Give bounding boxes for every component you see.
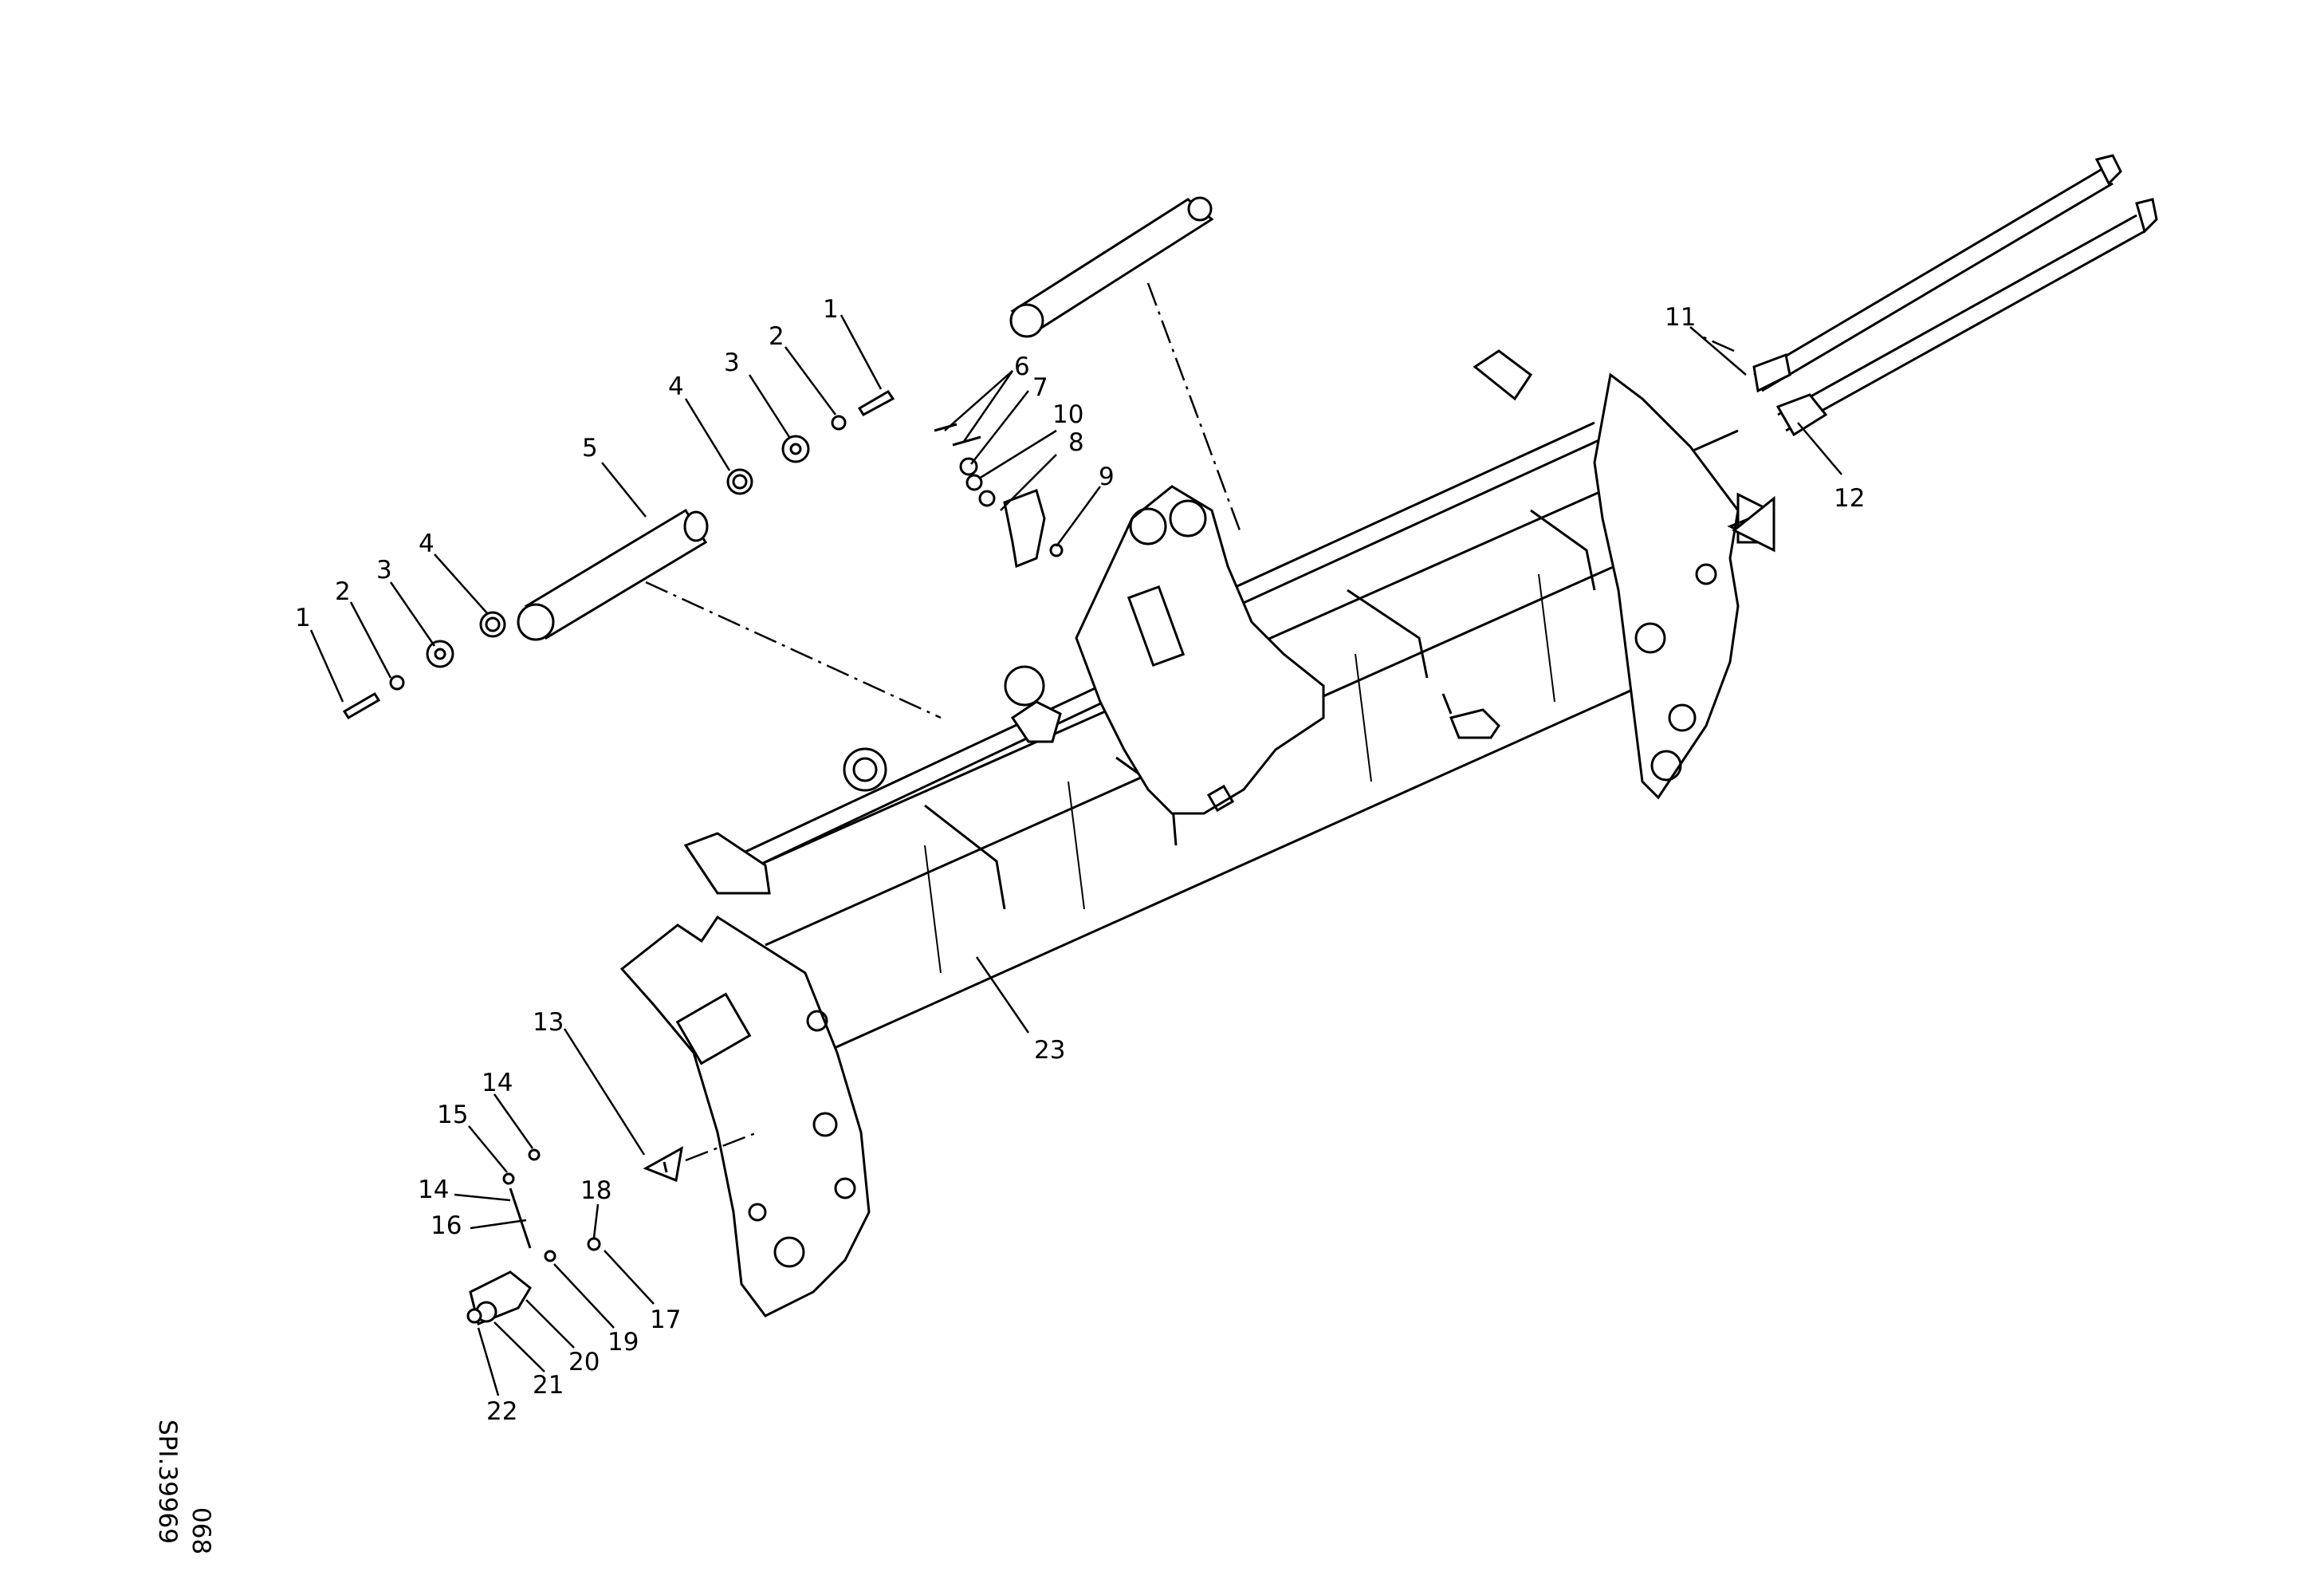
fastener-set-right: [726, 389, 895, 495]
callout-labels: 1 2 3 4 5 4 3 2 1 6 7 10 8 9 11 12 13 14…: [295, 295, 1865, 1426]
callout-22: 22: [486, 1397, 517, 1426]
callout-2b: 2: [769, 322, 784, 351]
callout-16: 16: [431, 1211, 462, 1240]
fastener-set-left: [342, 611, 506, 720]
callout-7: 7: [1032, 373, 1048, 402]
callout-13: 13: [533, 1008, 564, 1037]
pivot-hardware-14-22: [466, 1148, 601, 1326]
callout-12: 12: [1834, 484, 1865, 513]
centerline-13: [685, 1131, 758, 1162]
center-tower-bracket: [843, 485, 1325, 815]
centerline-pin-5: [645, 581, 942, 719]
warning-triangle-13: [643, 1146, 684, 1183]
callout-3b: 3: [724, 349, 740, 377]
callout-19: 19: [608, 1328, 639, 1357]
pivot-tube-upper: [1009, 196, 1214, 338]
right-end-plate: [1473, 349, 1772, 800]
callout-4b: 4: [668, 372, 684, 401]
callout-14b: 14: [418, 1176, 449, 1204]
axle-pin-5: [517, 508, 709, 641]
callout-20: 20: [568, 1348, 600, 1376]
callout-21: 21: [533, 1371, 564, 1400]
small-bracket-right: [1441, 693, 1500, 739]
lift-arms: [1752, 154, 2158, 437]
drawing-code: SPI.39969: [153, 1420, 182, 1544]
callout-2a: 2: [335, 577, 351, 606]
callout-14a: 14: [482, 1069, 513, 1097]
callout-9: 9: [1099, 463, 1115, 491]
callout-10: 10: [1052, 400, 1083, 429]
callout-17: 17: [650, 1306, 681, 1334]
callout-18: 18: [580, 1176, 611, 1205]
drawing-reference: SPI.39969 068: [153, 1420, 215, 1554]
callout-11: 11: [1665, 303, 1696, 332]
callout-4a: 4: [419, 530, 435, 558]
hardware-stack-6-10: [934, 423, 1064, 569]
drawing-sheet: 068: [187, 1507, 215, 1554]
callout-leaders: [309, 314, 1842, 1396]
callout-3a: 3: [376, 556, 392, 585]
callout-5: 5: [582, 434, 598, 463]
callout-6: 6: [1014, 352, 1030, 381]
left-end-plate: [619, 832, 871, 1317]
callout-1a: 1: [295, 604, 311, 632]
callout-23: 23: [1034, 1036, 1065, 1065]
centerline-lift-arm: [1697, 333, 1735, 352]
callout-15: 15: [437, 1101, 468, 1129]
centerline-upper-tube: [1146, 282, 1241, 531]
callout-1b: 1: [823, 295, 839, 324]
callout-8: 8: [1068, 428, 1084, 457]
warning-triangle-right: [1732, 495, 1775, 553]
